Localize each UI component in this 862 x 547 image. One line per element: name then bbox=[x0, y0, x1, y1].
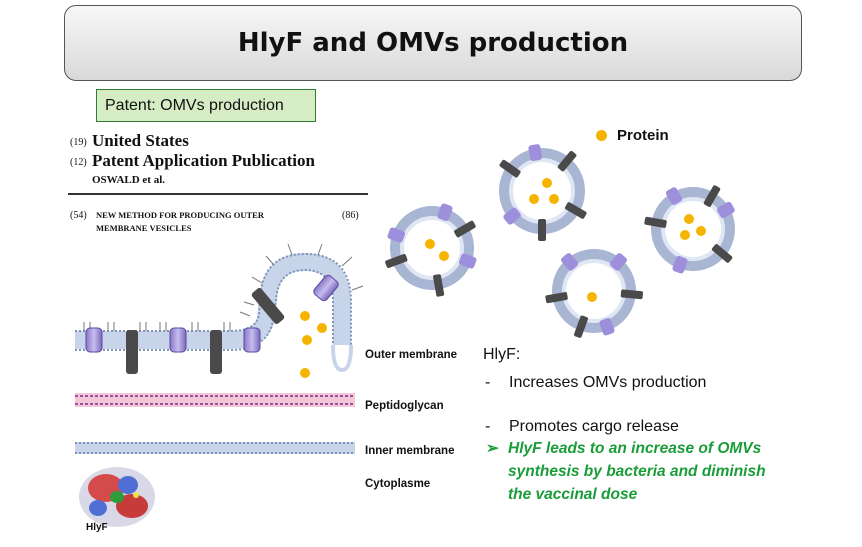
bullet-dash-2: - bbox=[485, 418, 491, 435]
patent-country: United States bbox=[92, 131, 189, 150]
patent-title-1: NEW METHOD FOR PRODUCING OUTER bbox=[96, 210, 264, 220]
label-inner-membrane: Inner membrane bbox=[365, 445, 455, 457]
patent-rule bbox=[68, 193, 368, 195]
conclusion-line-3: the vaccinal dose bbox=[508, 486, 638, 503]
cargo-proteins bbox=[300, 311, 327, 378]
patent-pubtype: Patent Application Publication bbox=[92, 151, 315, 170]
patent-num-86: (86) bbox=[342, 210, 359, 221]
omv-vesicles bbox=[385, 144, 735, 338]
protein-dot-icon bbox=[596, 130, 607, 141]
hlyf-heading: HlyF: bbox=[483, 346, 521, 363]
vesicle bbox=[385, 203, 477, 297]
patent-title-2: MEMBRANE VESICLES bbox=[96, 223, 192, 233]
porins bbox=[85, 274, 339, 353]
vesicle bbox=[545, 249, 643, 338]
conclusion-line-2: synthesis by bacteria and diminish bbox=[508, 463, 766, 480]
peptidoglycan-layer bbox=[75, 393, 355, 407]
patent-num-19: (19) bbox=[70, 137, 87, 148]
patent-num-12: (12) bbox=[70, 157, 87, 168]
protein-legend: Protein bbox=[596, 127, 669, 144]
lps-chains bbox=[83, 243, 364, 331]
conclusion-line-1: HlyF leads to an increase of OMVs bbox=[508, 440, 762, 457]
arrow-bullet-icon: ➢ bbox=[486, 440, 499, 457]
membrane-proteins bbox=[126, 288, 285, 374]
vesicle bbox=[644, 185, 735, 274]
vesicle bbox=[499, 144, 587, 241]
patent-num-54: (54) bbox=[70, 210, 87, 221]
hlyf-bullet-1: Increases OMVs production bbox=[509, 374, 707, 391]
label-peptidoglycan: Peptidoglycan bbox=[365, 400, 444, 412]
legend-protein-label: Protein bbox=[617, 127, 669, 144]
label-cytoplasme: Cytoplasme bbox=[365, 478, 431, 490]
label-outer-membrane: Outer membrane bbox=[365, 349, 458, 361]
label-hlyf-structure: HlyF bbox=[86, 522, 108, 533]
bullet-dash-1: - bbox=[485, 374, 491, 391]
title-box: HlyF and OMVs production bbox=[64, 5, 802, 81]
patent-label: Patent: OMVs production bbox=[96, 89, 316, 122]
hlyf-bullet-2: Promotes cargo release bbox=[509, 418, 679, 435]
inner-membrane-layer bbox=[75, 442, 355, 454]
slide-title: HlyF and OMVs production bbox=[237, 28, 629, 58]
hlyf-structure-image bbox=[79, 467, 155, 527]
patent-inventor: OSWALD et al. bbox=[92, 174, 166, 186]
